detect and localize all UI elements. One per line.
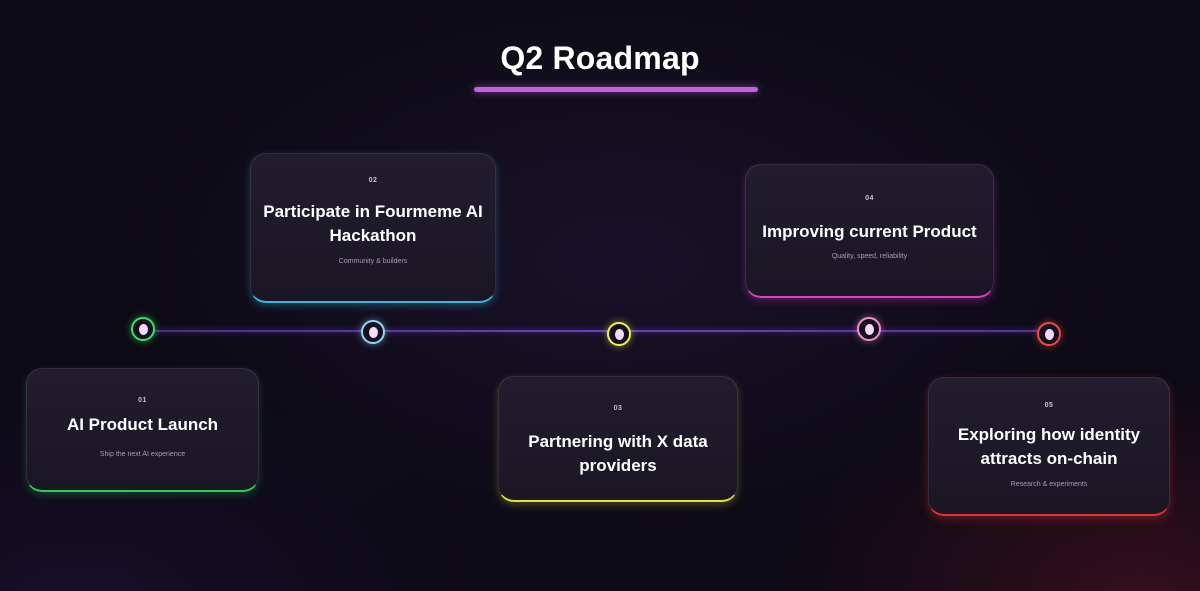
timeline-line	[142, 330, 1048, 332]
milestone-card-4[interactable]: 04 Improving current Product Quality, sp…	[745, 164, 994, 298]
milestone-title-1: AI Product Launch	[66, 415, 219, 434]
milestone-number-1: 01	[138, 397, 147, 404]
timeline-node-5[interactable]	[1037, 322, 1061, 346]
milestone-title-2: Participate in Fourmeme AI Hackathon	[263, 202, 483, 245]
milestone-subtitle-5: Research & experiments	[1010, 481, 1088, 488]
milestone-subtitle-1: Ship the next AI experience	[99, 451, 186, 458]
milestone-title-4: Improving current Product	[762, 222, 977, 241]
node-dot-3	[614, 328, 624, 340]
milestone-title-3: Partnering with X data providers	[528, 432, 708, 475]
milestone-number-5: 05	[1044, 402, 1054, 409]
milestone-card-3[interactable]: 03 Partnering with X data providers	[498, 376, 738, 502]
node-dot-1	[138, 323, 148, 335]
milestone-card-2[interactable]: 02 Participate in Fourmeme AI Hackathon …	[250, 153, 496, 303]
timeline-node-3[interactable]	[607, 322, 631, 346]
page-title: Q2 Roadmap	[500, 40, 700, 76]
milestone-card-5[interactable]: 05 Exploring how identity attracts on-ch…	[928, 377, 1170, 516]
milestone-card-1[interactable]: 01 AI Product Launch Ship the next AI ex…	[26, 368, 259, 492]
milestone-title-5: Exploring how identity attracts on-chain	[957, 425, 1141, 468]
milestone-subtitle-2: Community & builders	[338, 258, 408, 265]
milestone-number-4: 04	[865, 195, 874, 202]
milestone-number-2: 02	[368, 177, 378, 184]
node-dot-4	[864, 323, 874, 335]
milestone-number-3: 03	[613, 405, 623, 412]
timeline-node-4[interactable]	[857, 317, 881, 341]
node-dot-2	[368, 326, 378, 338]
milestone-subtitle-4: Quality, speed, reliability	[831, 253, 908, 260]
timeline-node-1[interactable]	[131, 317, 155, 341]
title-underline	[474, 87, 758, 92]
timeline-node-2[interactable]	[361, 320, 385, 344]
node-dot-5	[1044, 328, 1054, 340]
